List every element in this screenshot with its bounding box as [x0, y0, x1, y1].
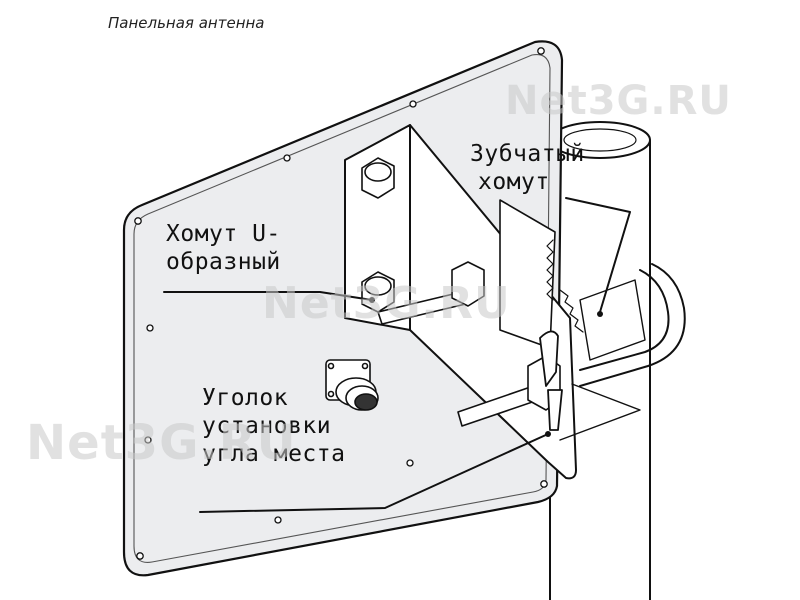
label-elevation-bracket: Уголок установки угла места	[202, 384, 345, 468]
page-title: Панельная антенна	[108, 14, 265, 32]
label-line: образный	[166, 249, 281, 275]
u-bolt	[559, 263, 686, 441]
label-line: угла места	[202, 441, 346, 467]
leader-dots	[369, 297, 603, 437]
label-line: Зубчатый	[470, 141, 585, 167]
elevation-bracket	[539, 330, 563, 431]
leader-lines	[163, 197, 631, 513]
label-line: хомут	[478, 169, 550, 195]
toothed-clamp-band	[499, 199, 646, 361]
label-u-clamp: Хомут U- образный	[166, 220, 281, 276]
watermark: Net3G.RU	[262, 278, 511, 329]
label-line: Уголок	[202, 385, 289, 411]
label-toothed-clamp: Зубчатый хомут	[470, 140, 585, 196]
rf-connector	[325, 359, 379, 411]
watermark: Net3G.RU	[26, 415, 297, 471]
label-line: установки	[202, 413, 332, 439]
label-line: Хомут U-	[166, 221, 281, 247]
panel-screws	[134, 47, 548, 560]
watermark: Net3G.RU	[505, 78, 732, 124]
